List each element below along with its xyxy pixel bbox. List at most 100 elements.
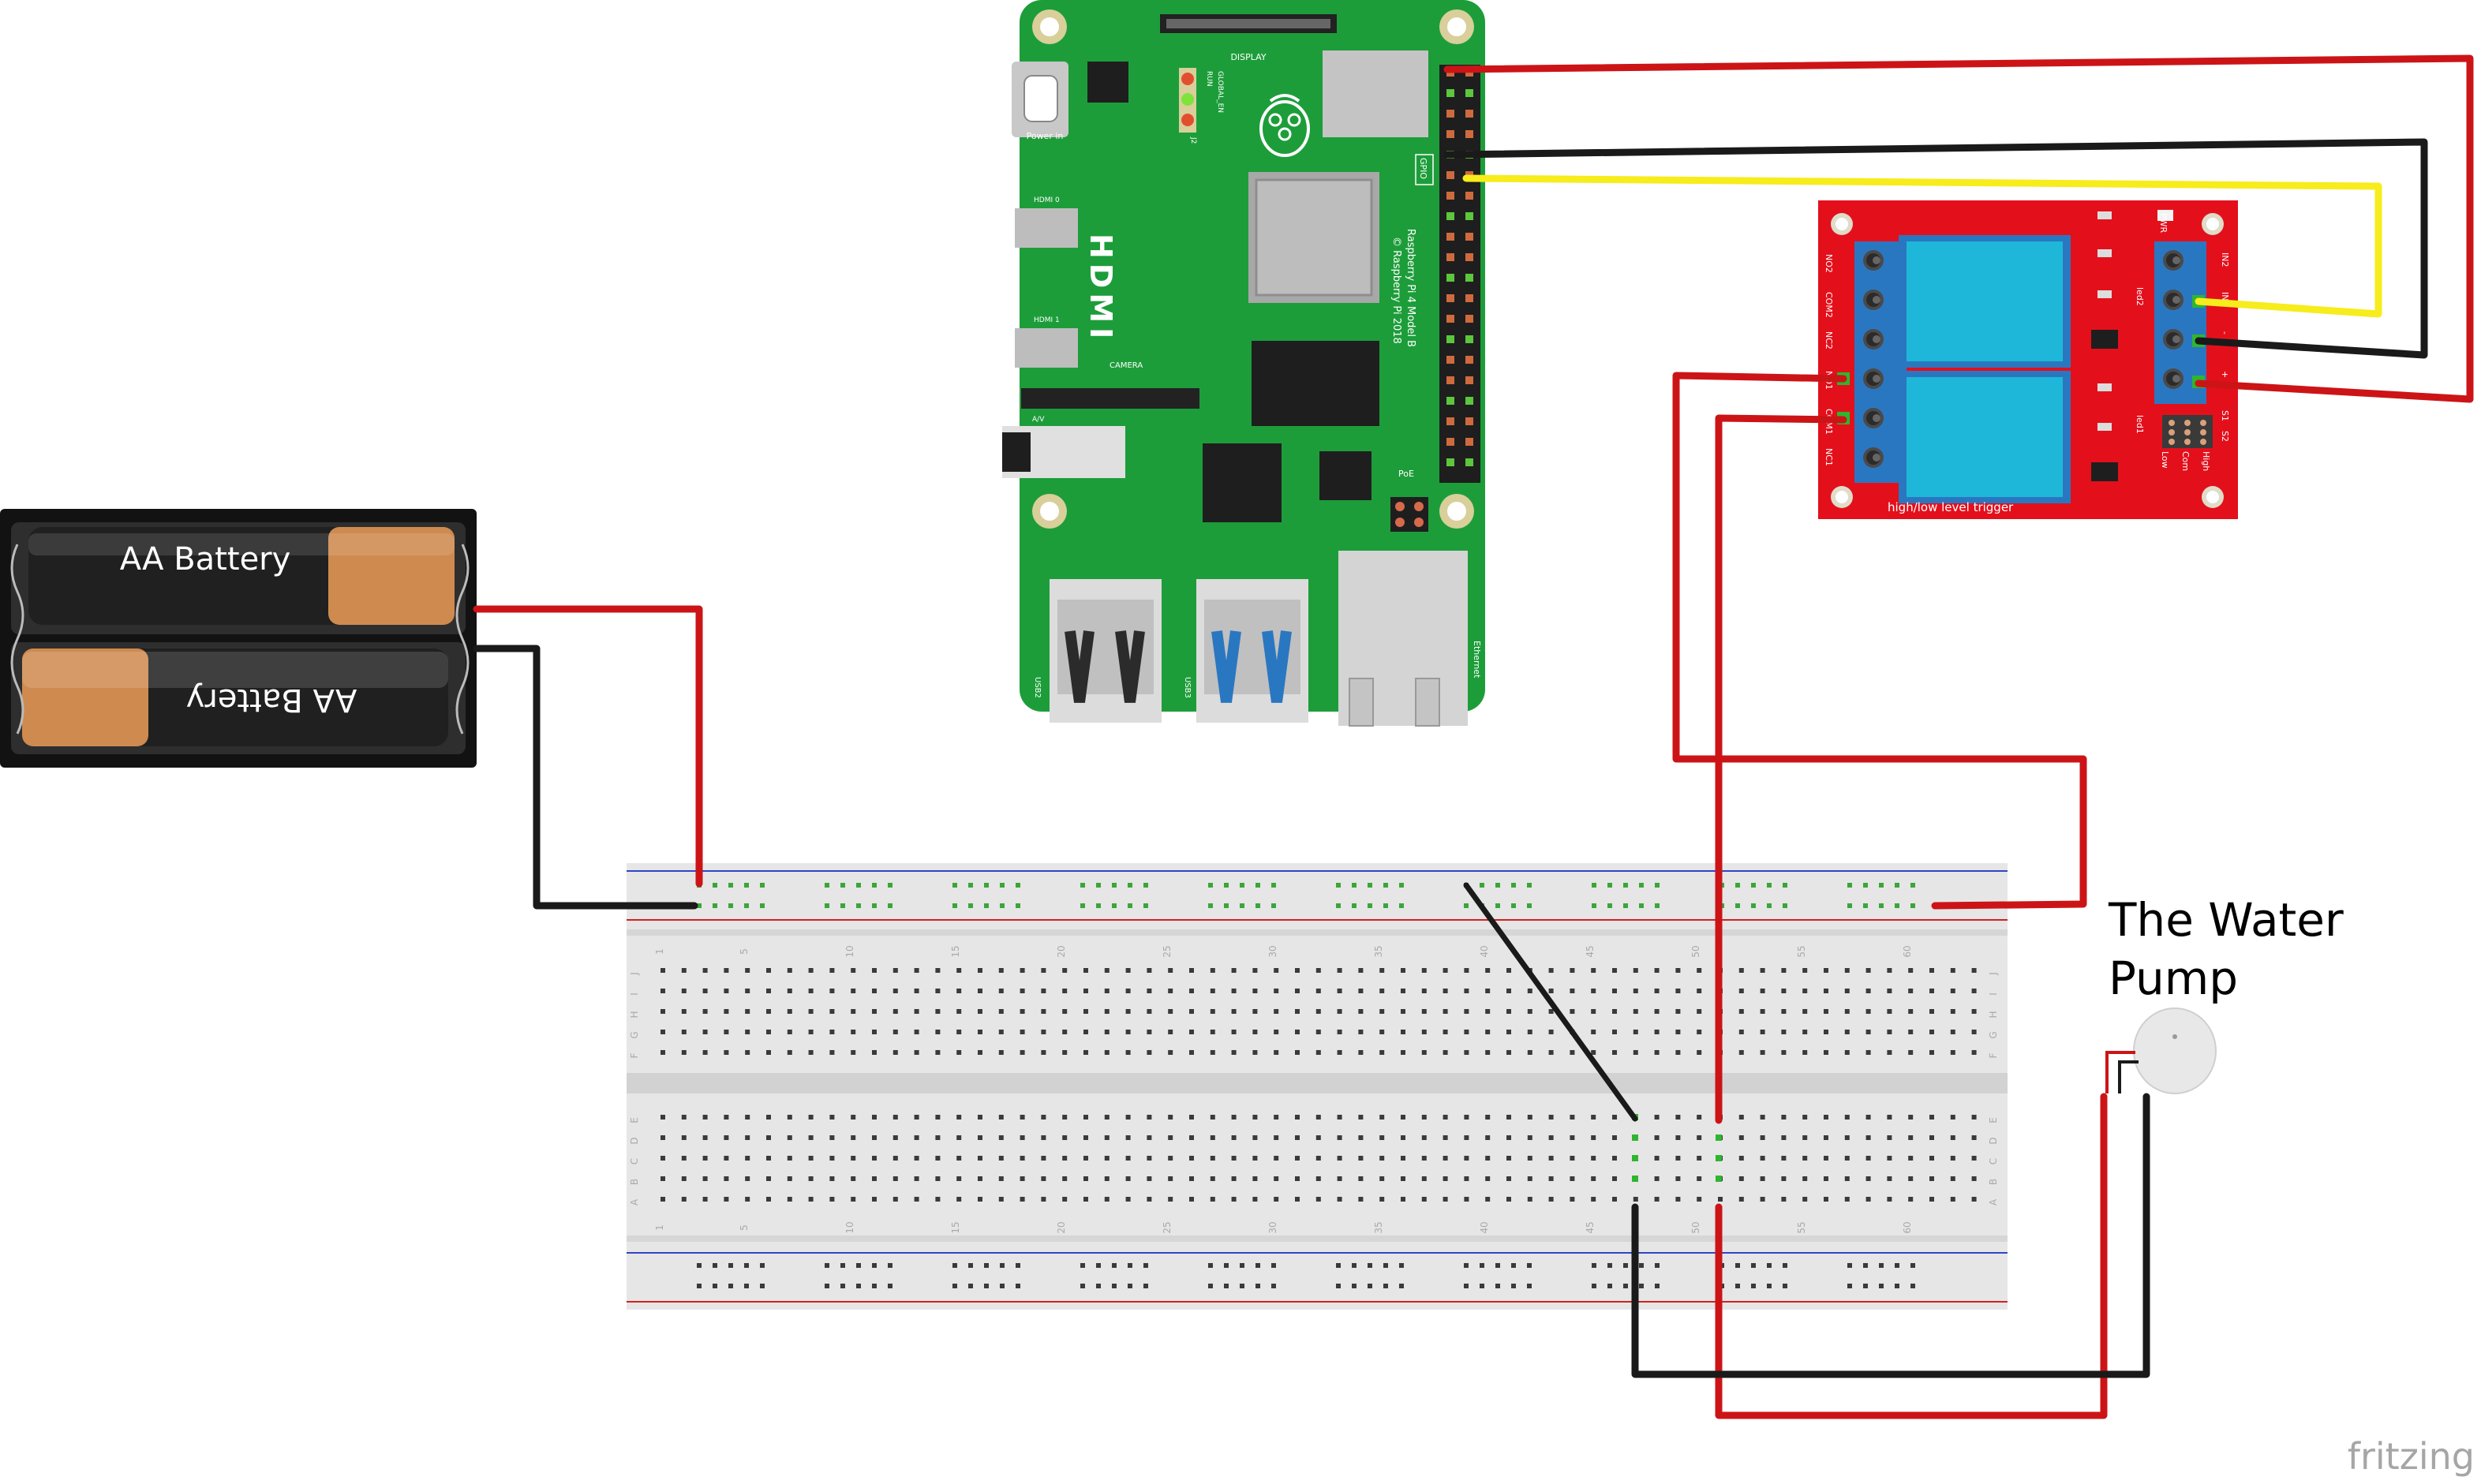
column-number: 40 [1479, 1221, 1490, 1233]
column-number: 40 [1479, 945, 1490, 957]
column-number: 45 [1585, 945, 1596, 957]
column-number: 50 [1690, 945, 1701, 957]
column-number: 15 [950, 1221, 961, 1233]
pi-gpio-header [1439, 65, 1480, 483]
relay-right-terminals [2163, 250, 2205, 389]
row-letter: J [629, 972, 640, 976]
row-letter: D [629, 1137, 640, 1144]
battery-spring-left [10, 544, 24, 735]
pi-camera-label: CAMERA [1110, 361, 1143, 370]
raspberry-logo-icon [1259, 94, 1310, 157]
relay-label-in2: IN2 [2220, 252, 2230, 267]
column-number: 20 [1056, 1221, 1067, 1233]
battery-spring-right [455, 544, 470, 735]
pi-led-run-label: RUN [1205, 71, 1213, 87]
row-letter: A [629, 1198, 640, 1206]
pi-model-line1: Raspberry Pi 4 Model B [1405, 229, 1416, 347]
relay-label-plus: + [2220, 371, 2230, 378]
row-letter: F [1988, 1052, 1999, 1058]
wires [473, 54, 2474, 1419]
column-number: 30 [1267, 1221, 1278, 1233]
row-letter: F [629, 1052, 640, 1058]
relay-label-nc2: NC2 [1824, 331, 1834, 350]
column-number: 30 [1267, 945, 1278, 957]
relay-label-minus: - [2220, 331, 2230, 335]
wire-battery-positive [473, 605, 703, 888]
column-number: 55 [1796, 1221, 1807, 1233]
pi-led-globalen-label: GLOBAL_EN [1216, 71, 1224, 113]
relay-led1-label: led1 [2135, 415, 2145, 434]
wire-battery-negative [473, 645, 698, 910]
pi-usb2-port [1050, 579, 1162, 723]
pi-gpio-label: GPIO [1418, 158, 1428, 179]
battery-bottom-label: AA Battery [186, 682, 357, 718]
pi-status-leds: RUN GLOBAL_EN J2 [1179, 68, 1224, 144]
relay-label-s1: S1 [2220, 410, 2230, 421]
wire-ground-jumper [1463, 882, 1638, 1122]
pi-hdmi0-label: HDMI 0 [1034, 196, 1060, 204]
pi-usb3-label: USB3 [1183, 677, 1192, 698]
column-number: 25 [1162, 945, 1173, 957]
column-number: 10 [844, 1221, 855, 1233]
relay-pwr-label: PWR [2158, 213, 2169, 234]
wire-pi-gnd-relay-gnd [1443, 138, 2428, 359]
row-letter: B [629, 1179, 640, 1185]
column-number: 5 [739, 948, 750, 955]
wire-relay-no1 [1672, 372, 2087, 910]
row-letter: I [629, 992, 640, 996]
pi-ethernet-label: Ethernet [1472, 641, 1482, 678]
pi-av-label: A/V [1032, 416, 1045, 424]
pi-led-j2-label: J2 [1189, 136, 1197, 144]
row-letter: G [1988, 1031, 1999, 1038]
battery-cell-bottom: AA Battery [22, 649, 448, 746]
pi-model-line2: © Raspberry Pi 2018 [1390, 237, 1402, 344]
column-number: 45 [1585, 1221, 1596, 1233]
raspberry-pi: DISPLAY Power in RUN GLOBAL_EN J2 [1002, 0, 1485, 727]
relay-trigger-label: high/low level trigger [1888, 500, 2014, 514]
row-letter: B [1988, 1179, 1999, 1185]
pump-label-line1: The Water [2108, 893, 2344, 947]
row-letter: C [1988, 1158, 1999, 1164]
column-number: 1 [654, 948, 665, 955]
row-letter: D [1988, 1137, 1999, 1144]
wire-breadboard-to-pump-negative [1631, 1093, 2150, 1378]
fritzing-watermark: fritzing [2348, 1435, 2475, 1478]
row-letter: J [1988, 972, 1999, 976]
row-letter: E [629, 1117, 640, 1123]
battery-pack: AA Battery AA Battery [0, 509, 477, 768]
row-letter: C [629, 1158, 640, 1164]
wire-pi-gpio-relay-in1 [1462, 174, 2382, 318]
pi-hdmi-label: HDMI [1083, 234, 1118, 343]
pi-poe-label: PoE [1398, 469, 1414, 479]
column-number: 10 [844, 945, 855, 957]
wire-relay-com1 [1715, 414, 1847, 1124]
pi-power-in-label: Power in [1027, 131, 1064, 141]
battery-top-label: AA Battery [120, 541, 291, 578]
column-number: 55 [1796, 945, 1807, 957]
pi-display-label: DISPLAY [1230, 52, 1266, 62]
pi-usb2-label: USB2 [1033, 677, 1042, 698]
row-letter: H [629, 1011, 640, 1018]
pi-hdmi1-label: HDMI 1 [1034, 316, 1060, 324]
relay-label-no2: NO2 [1824, 254, 1834, 273]
relay-label-com2: COM2 [1824, 292, 1834, 318]
column-number: 35 [1373, 945, 1384, 957]
relay-com-label: Com [2180, 451, 2191, 471]
relay-high-label: High [2201, 451, 2211, 471]
relay-label-nc1: NC1 [1824, 448, 1834, 466]
wire-pi-5v-relay-vcc [1443, 54, 2474, 403]
row-letter: H [1988, 1011, 1999, 1018]
battery-cell-top: AA Battery [28, 527, 455, 625]
column-number: 5 [739, 1224, 750, 1231]
relay-label-s2: S2 [2220, 431, 2230, 442]
wire-breadboard-to-pump-positive [1715, 1093, 2108, 1419]
relay-module: NO2 COM2 NC2 NO1 COM1 NC1 IN2 IN1 - + S1… [1818, 200, 2238, 519]
relay-led2-label: led2 [2135, 287, 2145, 306]
relay-low-label: Low [2160, 451, 2170, 469]
pump-label-line2: Pump [2109, 951, 2238, 1005]
column-number: 20 [1056, 945, 1067, 957]
